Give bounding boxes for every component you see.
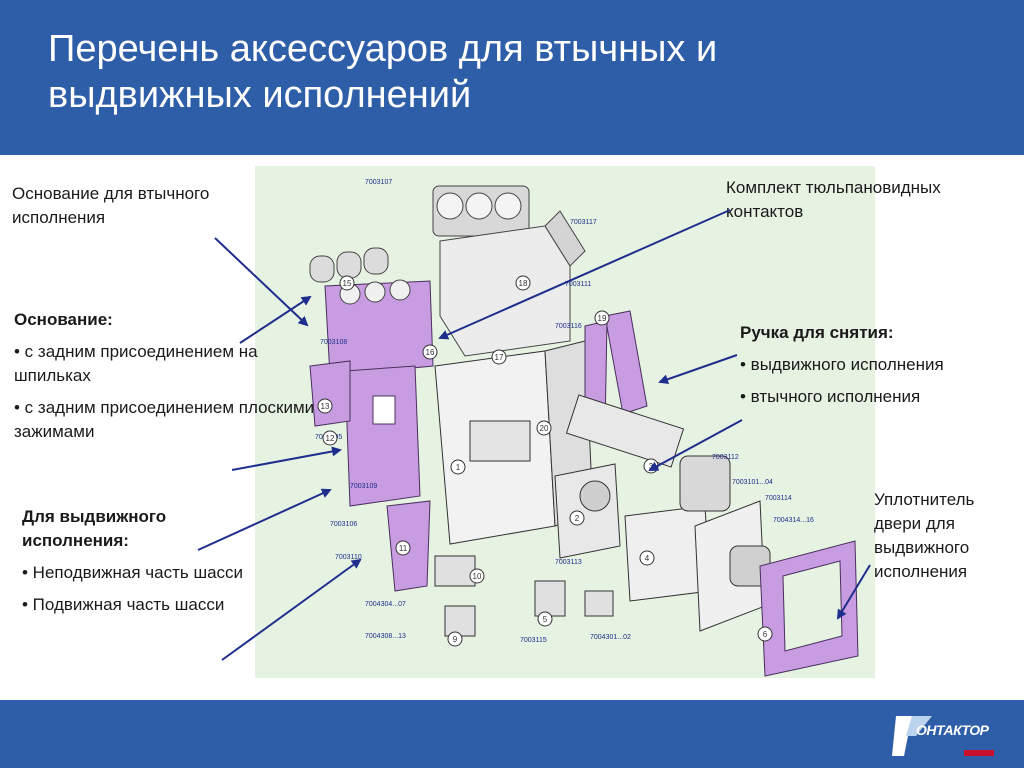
withdrawable-item-1: • Неподвижная часть шасси bbox=[22, 563, 244, 582]
svg-text:2: 2 bbox=[575, 514, 580, 523]
code-7003108: 7003108 bbox=[320, 339, 347, 346]
code-7003109: 7003109 bbox=[350, 483, 377, 490]
accessories-illustration bbox=[434, 555, 614, 637]
callout-13: 13 bbox=[317, 398, 333, 414]
base-item-1: • с задним присоединением на шпильках bbox=[14, 342, 258, 385]
code-7004314-16: 7004314...16 bbox=[773, 517, 814, 524]
code-7003114: 7003114 bbox=[765, 495, 792, 502]
door-seal-illustration bbox=[759, 540, 859, 677]
svg-text:1: 1 bbox=[456, 463, 461, 472]
callout-5: 5 bbox=[537, 611, 553, 627]
svg-text:13: 13 bbox=[321, 402, 330, 411]
tulip-contacts-illustration bbox=[432, 185, 530, 237]
code-7003111: 7003111 bbox=[565, 281, 591, 288]
svg-text:19: 19 bbox=[598, 314, 607, 323]
code-7003106: 7003106 bbox=[330, 521, 357, 528]
callout-1: 1 bbox=[450, 459, 466, 475]
callout-12: 12 bbox=[322, 430, 338, 446]
callout-10: 10 bbox=[469, 568, 485, 584]
callout-9: 9 bbox=[447, 631, 463, 647]
svg-text:16: 16 bbox=[426, 348, 435, 357]
kontaktor-logo: ОНТАКТОР bbox=[892, 712, 998, 760]
callout-17: 17 bbox=[491, 349, 507, 365]
callout-20: 20 bbox=[536, 420, 552, 436]
code-7003113: 7003113 bbox=[555, 559, 582, 566]
svg-text:11: 11 bbox=[399, 544, 408, 553]
svg-text:15: 15 bbox=[343, 279, 352, 288]
svg-text:17: 17 bbox=[495, 353, 504, 362]
code-7004304-07: 7004304...07 bbox=[365, 601, 406, 608]
svg-text:20: 20 bbox=[540, 424, 549, 433]
label-handle-group: Ручка для снятия: • выдвижного исполнени… bbox=[740, 321, 1022, 409]
callout-15: 15 bbox=[339, 275, 355, 291]
svg-text:12: 12 bbox=[326, 434, 335, 443]
svg-text:5: 5 bbox=[543, 615, 548, 624]
callout-19: 19 bbox=[594, 310, 610, 326]
callout-6: 6 bbox=[757, 626, 773, 642]
callout-11: 11 bbox=[395, 540, 411, 556]
slide-title: Перечень аксессуаров для втычных и выдви… bbox=[48, 28, 718, 116]
svg-text:6: 6 bbox=[763, 630, 768, 639]
slide-footer bbox=[0, 700, 1024, 768]
plugin-base-illustration bbox=[309, 247, 434, 507]
label-withdrawable-group: Для выдвижного исполнения: • Неподвижная… bbox=[22, 505, 262, 617]
label-base-plugin: Основание для втычного исполнения bbox=[12, 184, 210, 227]
svg-text:4: 4 bbox=[645, 554, 650, 563]
label-tulip-kit: Комплект тюльпановидных контактов bbox=[726, 178, 941, 221]
handle-heading: Ручка для снятия: bbox=[740, 323, 894, 342]
slide-header: Перечень аксессуаров для втычных и выдви… bbox=[0, 0, 1024, 155]
code-7003116: 7003116 bbox=[555, 323, 582, 330]
exploded-diagram: 7003107 7003117 7003111 7003108 7003116 … bbox=[255, 166, 875, 678]
withdrawable-heading: Для выдвижного исполнения: bbox=[22, 507, 167, 550]
motor-operator-illustration bbox=[554, 463, 621, 559]
handle-item-2: • втычного исполнения bbox=[740, 387, 921, 406]
callout-18: 18 bbox=[515, 275, 531, 291]
label-door-seal: Уплотнитель двери для выдвижного исполне… bbox=[874, 490, 975, 581]
base-item-2: • с задним присоединением плоскими зажим… bbox=[14, 398, 315, 441]
withdrawable-item-2: • Подвижная часть шасси bbox=[22, 595, 225, 614]
callout-4: 4 bbox=[639, 550, 655, 566]
code-7004308-13: 7004308...13 bbox=[365, 633, 406, 640]
svg-text:18: 18 bbox=[519, 279, 528, 288]
code-7003101-04: 7003101...04 bbox=[732, 479, 773, 486]
logo-mark-icon bbox=[892, 716, 994, 756]
svg-text:3: 3 bbox=[649, 462, 654, 471]
callout-16: 16 bbox=[422, 344, 438, 360]
code-7003112: 7003112 bbox=[712, 454, 739, 461]
code-7004301-02: 7004301...02 bbox=[590, 634, 631, 641]
logo-text: ОНТАКТОР bbox=[916, 722, 989, 738]
svg-text:9: 9 bbox=[453, 635, 458, 644]
code-7003107: 7003107 bbox=[365, 179, 392, 186]
code-7003110: 7003110 bbox=[335, 554, 362, 561]
callout-2: 2 bbox=[569, 510, 585, 526]
label-base-group: Основание: • с задним присоединением на … bbox=[14, 308, 324, 444]
code-7003115: 7003115 bbox=[520, 637, 547, 644]
svg-text:10: 10 bbox=[473, 572, 482, 581]
handle-item-1: • выдвижного исполнения bbox=[740, 355, 944, 374]
code-7003117: 7003117 bbox=[570, 219, 597, 226]
base-heading: Основание: bbox=[14, 310, 113, 329]
callout-3: 3 bbox=[643, 458, 659, 474]
